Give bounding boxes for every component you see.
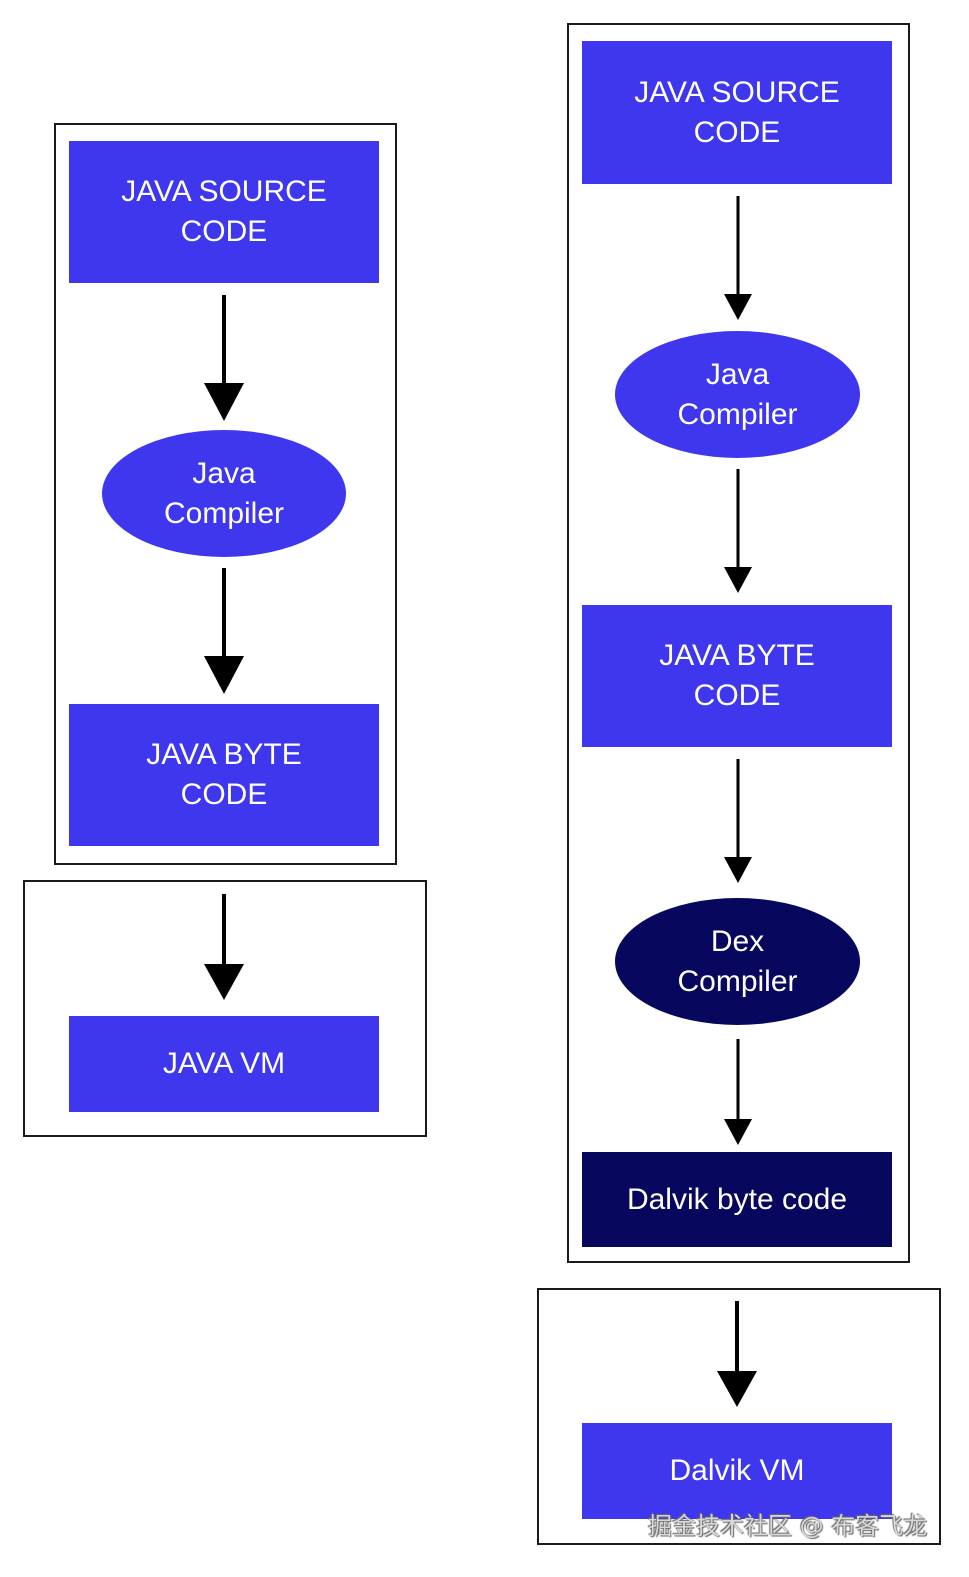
dalvik-vm-box: Dalvik VM [582,1423,892,1519]
jvm-arrow-source-to-compiler [204,295,244,421]
jvm-java-compiler-ellipse: Java Compiler [102,430,346,557]
jvm-runtime-group-frame [23,880,427,1137]
dalvik-arrow-dex-to-dalvik-bytecode [724,1039,752,1145]
jvm-compile-group-frame [54,123,397,865]
dalvik-java-compiler-ellipse: Java Compiler [615,331,860,458]
java-vm-box: JAVA VM [69,1016,379,1112]
jvm-source-code-box: JAVA SOURCE CODE [69,141,379,283]
dalvik-source-code-box: JAVA SOURCE CODE [582,41,892,184]
dalvik-java-byte-code-box: JAVA BYTE CODE [582,605,892,747]
dalvik-byte-code-box: Dalvik byte code [582,1152,892,1247]
dalvik-runtime-group-frame [537,1288,941,1545]
dalvik-arrow-bytecode-to-vm [717,1301,757,1407]
jvm-java-byte-code-box: JAVA BYTE CODE [69,704,379,846]
watermark-text: 掘金技术社区 @ 布客飞龙 [648,1512,928,1540]
jvm-arrow-compiler-to-bytecode [204,568,244,694]
dalvik-arrow-source-to-compiler [724,196,752,320]
dalvik-arrow-compiler-to-bytecode [724,469,752,593]
dex-compiler-ellipse: Dex Compiler [615,898,860,1025]
dalvik-compile-group-frame [567,23,910,1263]
jvm-arrow-bytecode-to-vm [204,894,244,1000]
dalvik-arrow-bytecode-to-dex [724,759,752,883]
